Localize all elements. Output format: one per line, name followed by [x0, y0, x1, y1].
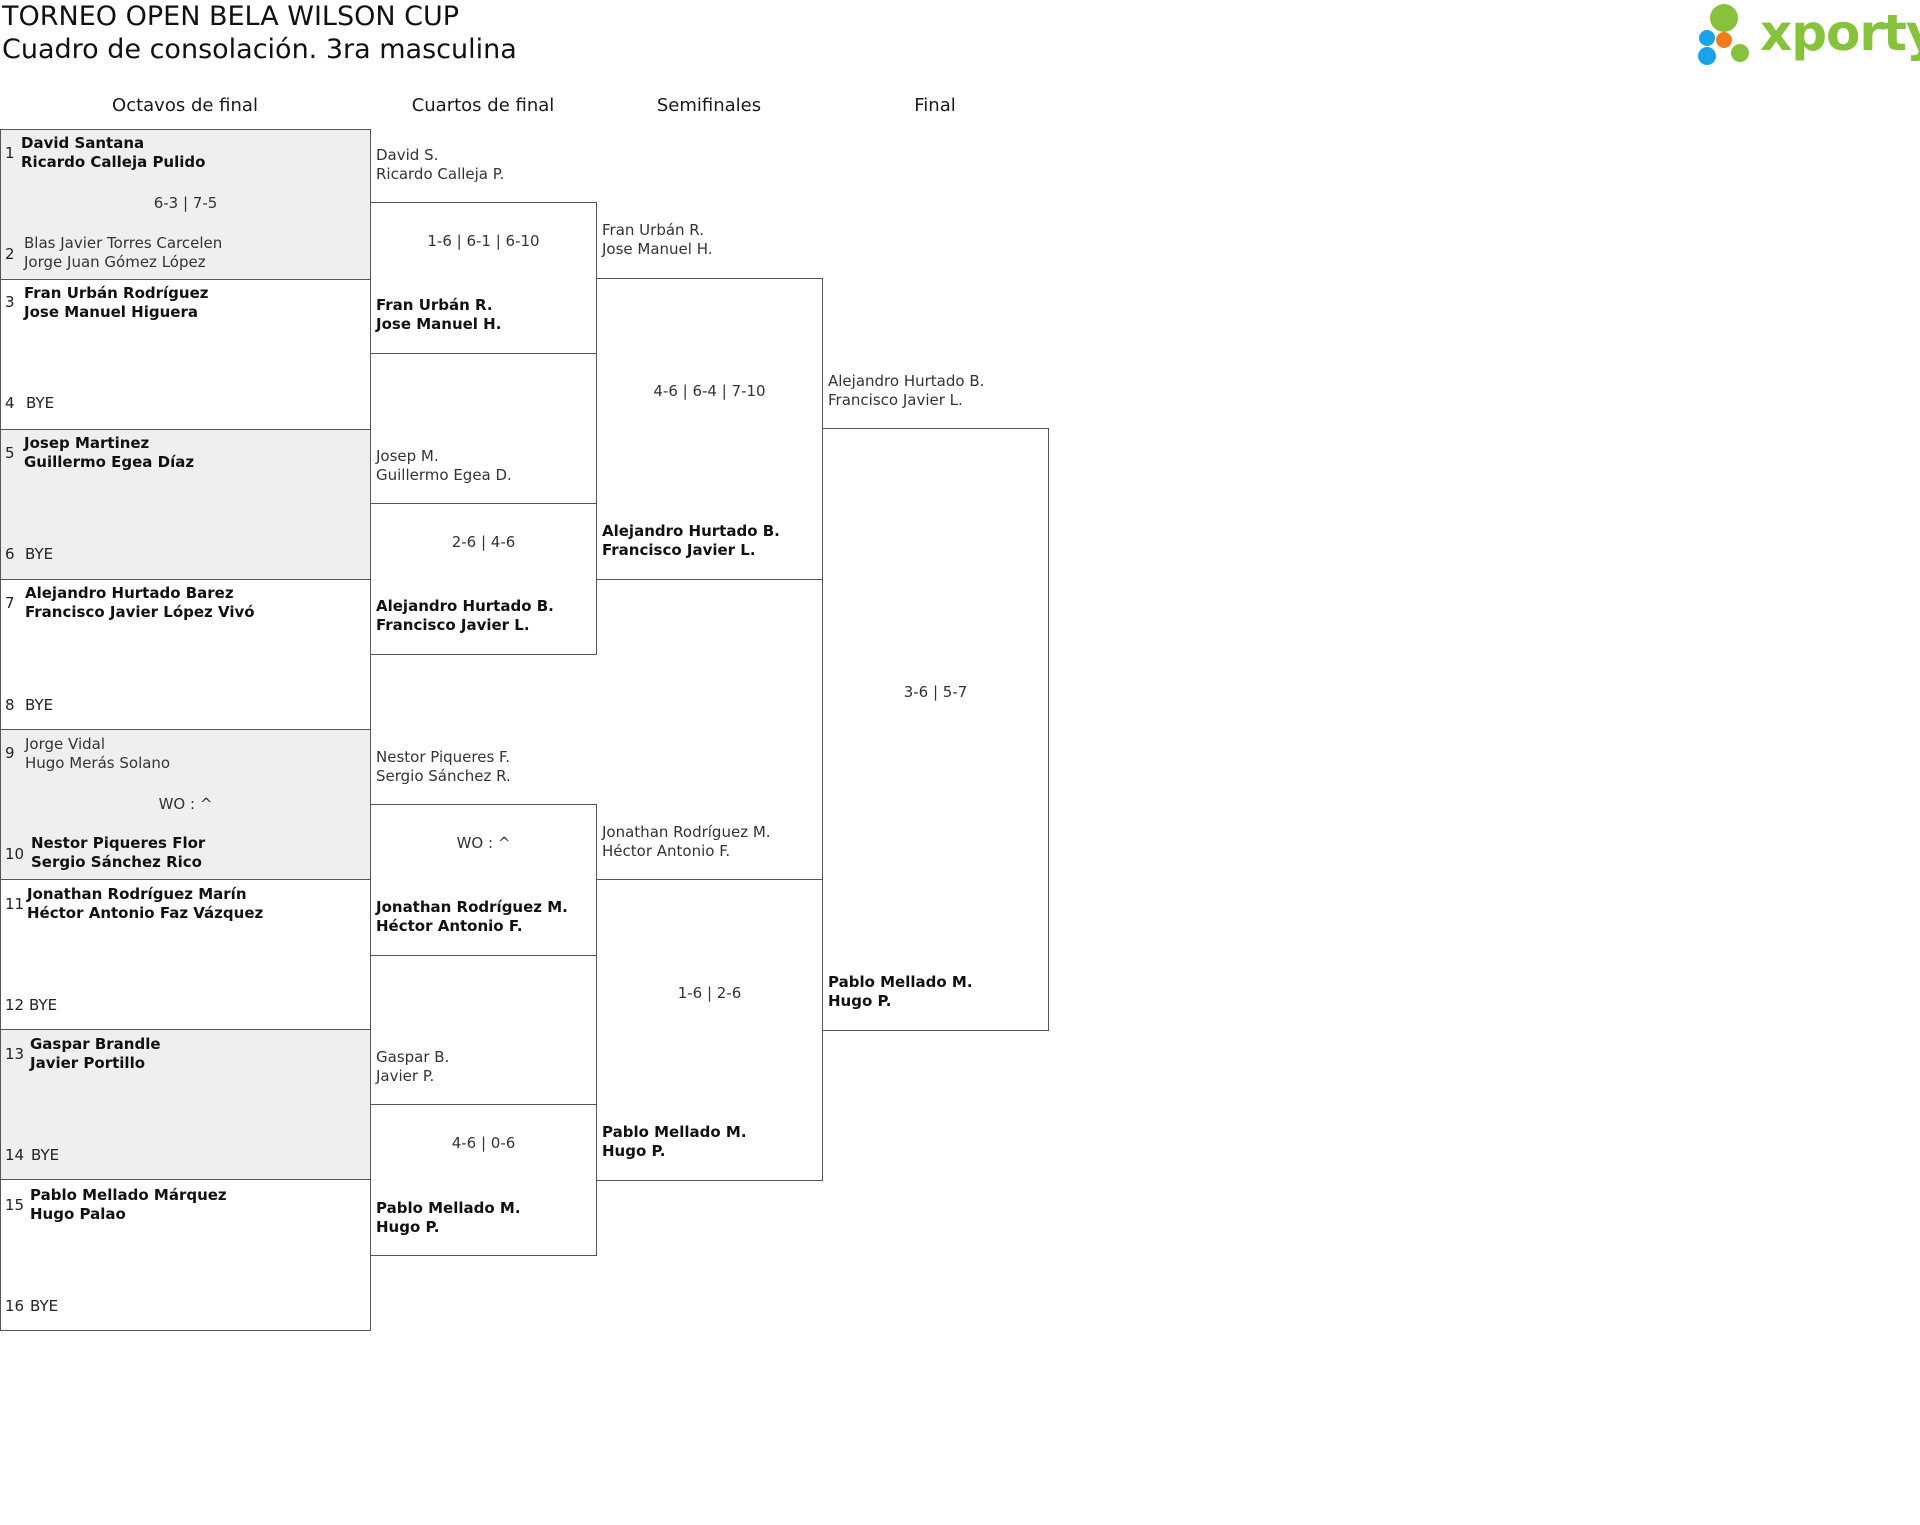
match-score: 6-3 | 7-5: [153, 194, 218, 212]
octavos-match-3: [0, 429, 371, 580]
match-score: 1-6 | 6-1 | 6-10: [427, 232, 540, 250]
team-names: David S.Ricardo Calleja P.: [376, 146, 505, 183]
final-match: [822, 428, 1049, 1031]
bye-label: BYE: [25, 545, 54, 563]
match-score: 3-6 | 5-7: [903, 683, 968, 701]
seed-number: 12: [5, 996, 25, 1014]
logo-text: xporty: [1760, 4, 1920, 62]
seed-number: 3: [5, 293, 15, 311]
team-names: Gaspar B.Javier P.: [376, 1048, 450, 1085]
match-score: WO : ^: [158, 795, 213, 813]
bye-label: BYE: [25, 696, 54, 714]
team-names: Pablo Mellado M.Hugo P.: [828, 973, 973, 1010]
seed-number: 9: [5, 744, 15, 762]
round-heading-semifinales: Semifinales: [656, 95, 762, 116]
match-score: 4-6 | 0-6: [451, 1134, 516, 1152]
bye-label: BYE: [30, 1297, 59, 1315]
seed-number: 6: [5, 545, 15, 563]
team-names: Pablo Mellado M.Hugo P.: [602, 1123, 747, 1160]
team-names: Josep M.Guillermo Egea D.: [376, 447, 512, 484]
team-names: Alejandro Hurtado B.Francisco Javier L.: [828, 372, 985, 409]
tournament-title: TORNEO OPEN BELA WILSON CUP: [2, 1, 460, 32]
seed-number: 8: [5, 696, 15, 714]
team-names: Alejandro Hurtado B.Francisco Javier L.: [602, 522, 780, 559]
round-heading-octavos: Octavos de final: [112, 95, 258, 116]
bye-label: BYE: [26, 394, 55, 412]
octavos-match-1: [0, 129, 371, 280]
seed-number: 10: [5, 845, 25, 863]
match-score: WO : ^: [456, 834, 511, 852]
team-names: Pablo Mellado M.Hugo P.: [376, 1199, 521, 1236]
seed-number: 15: [5, 1196, 25, 1214]
team-names: Nestor Piqueres F.Sergio Sánchez R.: [376, 748, 511, 785]
seed-number: 2: [5, 245, 15, 263]
team-names: Fran Urbán R.Jose Manuel H.: [602, 221, 713, 258]
seed-number: 16: [5, 1297, 25, 1315]
seed-number: 5: [5, 444, 15, 462]
team-names: Jonathan Rodríguez M.Héctor Antonio F.: [602, 823, 771, 860]
bye-label: BYE: [31, 1146, 60, 1164]
team-names: Fran Urbán R.Jose Manuel H.: [376, 296, 502, 333]
match-score: 4-6 | 6-4 | 7-10: [653, 382, 766, 400]
seed-number: 13: [5, 1045, 25, 1063]
match-score: 2-6 | 4-6: [451, 533, 516, 551]
round-heading-cuartos: Cuartos de final: [411, 95, 555, 116]
seed-number: 11: [5, 895, 25, 913]
seed-number: 1: [5, 144, 15, 162]
team-names: Jonathan Rodríguez M.Héctor Antonio F.: [376, 898, 568, 935]
bye-label: BYE: [29, 996, 58, 1014]
match-score: 1-6 | 2-6: [677, 984, 742, 1002]
xporty-logo: xporty: [1694, 2, 1920, 68]
team-names: Alejandro Hurtado B.Francisco Javier L.: [376, 597, 554, 634]
seed-number: 14: [5, 1146, 25, 1164]
round-heading-final: Final: [914, 95, 956, 116]
octavos-match-5: [0, 729, 371, 880]
draw-subtitle: Cuadro de consolación. 3ra masculina: [2, 34, 517, 65]
seed-number: 4: [5, 394, 15, 412]
octavos-match-7: [0, 1029, 371, 1180]
seed-number: 7: [5, 594, 15, 612]
xporty-dots-icon: [1698, 4, 1749, 65]
